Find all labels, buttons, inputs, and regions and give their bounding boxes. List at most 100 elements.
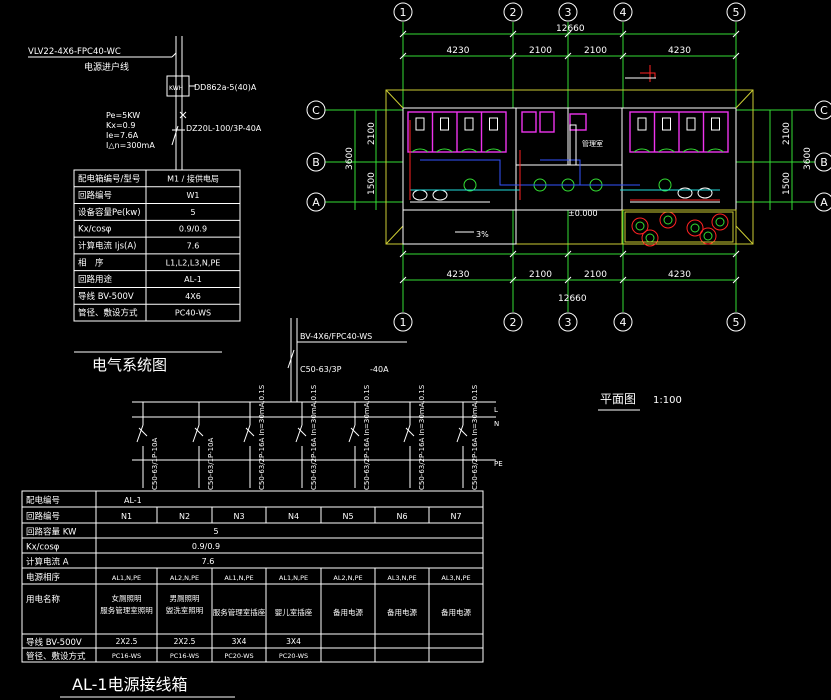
axis-label-bottom: 1 <box>400 316 407 329</box>
al1-table-label: 回路容量 KW <box>26 527 77 538</box>
axis-bubble-top <box>558 2 578 22</box>
toilet-fixture <box>686 117 696 131</box>
phase-l: L <box>494 406 498 414</box>
circuit-no: N4 <box>288 512 299 521</box>
basin <box>412 189 428 201</box>
axis-label-right: A <box>820 196 828 209</box>
left-table-label: 回路用途 <box>78 274 113 285</box>
conduit-spec: PC16-WS <box>170 652 199 660</box>
phase-seq: AL2,N,PE <box>170 574 199 582</box>
toilet-fixture <box>637 117 647 131</box>
left-table-value: PC40-WS <box>175 309 211 318</box>
ie-label: Ie=7.6A <box>106 131 139 140</box>
plant-center <box>635 221 645 231</box>
plant <box>686 219 704 237</box>
usage-name: 盥洗室照明 <box>166 605 204 615</box>
kx-label: Kx=0.9 <box>106 121 135 130</box>
circuit-no: N5 <box>342 512 353 521</box>
left-table-value: 7.6 <box>187 242 200 251</box>
room-label: 管理室 <box>582 139 603 148</box>
axis-bubble-left <box>306 152 326 172</box>
plan-scale: 1:100 <box>653 395 682 406</box>
left-dim-1: 2100 <box>367 122 377 145</box>
axis-label-top: 1 <box>400 6 407 19</box>
al1-current: 7.6 <box>202 557 215 566</box>
usage-name: 备用电源 <box>441 607 471 617</box>
door-swing <box>460 148 478 153</box>
left-table-label: 回路编号 <box>78 190 112 201</box>
al1-capacity: 5 <box>213 527 218 536</box>
wire-spec: 3X4 <box>232 637 247 646</box>
axis-label-left: B <box>312 156 320 169</box>
top-dim: 2100 <box>584 46 607 56</box>
al1-box-no: AL-1 <box>124 496 142 505</box>
left-table-value: AL-1 <box>184 275 202 284</box>
basin <box>677 187 693 199</box>
al1-title: AL-1电源接线箱 <box>72 675 188 694</box>
axis-bubble-top <box>393 2 413 22</box>
usage-name: 备用电源 <box>333 607 363 617</box>
axis-bubble-left <box>306 192 326 212</box>
axis-label-right: C <box>820 104 828 117</box>
branch-breaker-label: C50-63/2P-16A In=30mA,0.1S <box>258 384 266 490</box>
meter-model-label: DD862a-5(40)A <box>194 83 257 92</box>
left-table-label: 设备容量Pe(kw) <box>78 207 141 218</box>
axis-bubble-right <box>814 100 831 120</box>
plant <box>711 213 729 231</box>
main-breaker-label: DZ20L-100/3P-40A <box>186 124 262 133</box>
toilet-fixture <box>489 117 498 131</box>
axis-label-top: 5 <box>733 6 740 19</box>
plant <box>641 229 659 247</box>
axis-label-bottom: 2 <box>510 316 517 329</box>
left-table-label: 相 序 <box>78 257 104 268</box>
bottom-dim: 2100 <box>584 270 607 280</box>
toilet-fixture <box>711 117 720 131</box>
branch-breaker-label: C50-63/2P-16A In=30mA,0.1S <box>363 384 371 490</box>
incoming-cable-label: VLV22-4X6-FPC40-WC <box>28 47 121 57</box>
plant <box>699 227 717 245</box>
axis-bubble-bottom <box>558 312 578 332</box>
door-swing <box>707 148 724 153</box>
wire-spec: 2X2.5 <box>174 637 196 646</box>
phase-pe: PE <box>494 460 503 468</box>
conduit-spec: PC16-WS <box>112 652 141 660</box>
phase-seq: AL1,N,PE <box>224 574 253 582</box>
circuit-no: N3 <box>233 512 244 521</box>
al1-table-label: 用电名称 <box>26 594 61 605</box>
elevation-label: ±0.000 <box>568 209 598 218</box>
axis-bubble-right <box>814 192 831 212</box>
branch-breaker-label: C50-63/2P-16A In=30mA,0.1S <box>471 384 479 490</box>
left-table-label: 管径、敷设方式 <box>78 308 138 319</box>
axis-bubble-bottom <box>503 312 523 332</box>
usage-name: 服务管理室插座 <box>213 607 266 617</box>
system-diagram-title: 电气系统图 <box>92 356 167 374</box>
left-table-label: Kx/cosφ <box>78 225 112 235</box>
bottom-dim: 2100 <box>529 270 552 280</box>
circuit-no: N6 <box>396 512 407 521</box>
plant-center <box>690 223 700 233</box>
phase-seq: AL1,N,PE <box>112 574 141 582</box>
basin <box>697 187 713 199</box>
top-dim: 2100 <box>529 46 552 56</box>
toilet-fixture <box>415 117 425 131</box>
axis-label-top: 3 <box>565 6 572 19</box>
left-table-value: M1 / 接供电局 <box>167 173 219 183</box>
top-dim: 4230 <box>447 46 470 56</box>
conduit-spec: PC20-WS <box>279 652 308 660</box>
axis-label-left: A <box>312 196 320 209</box>
circuit-no: N1 <box>121 512 132 521</box>
circuit-no: N7 <box>450 512 461 521</box>
left-table-value: 4X6 <box>185 292 201 301</box>
axis-label-right: B <box>820 156 828 169</box>
phase-seq: AL3,N,PE <box>441 574 470 582</box>
incoming-supply-diagram: VLV22-4X6-FPC40-WC 电源进户线 KWH DD862a-5(40… <box>28 36 262 170</box>
phase-seq: AL3,N,PE <box>387 574 416 582</box>
al1-table-label: 管径、敷设方式 <box>26 651 86 662</box>
plan-title: 平面图 <box>600 392 636 406</box>
al1-table-label: 电源相序 <box>26 572 61 583</box>
axis-label-top: 4 <box>620 6 627 19</box>
door-swing <box>485 148 502 153</box>
